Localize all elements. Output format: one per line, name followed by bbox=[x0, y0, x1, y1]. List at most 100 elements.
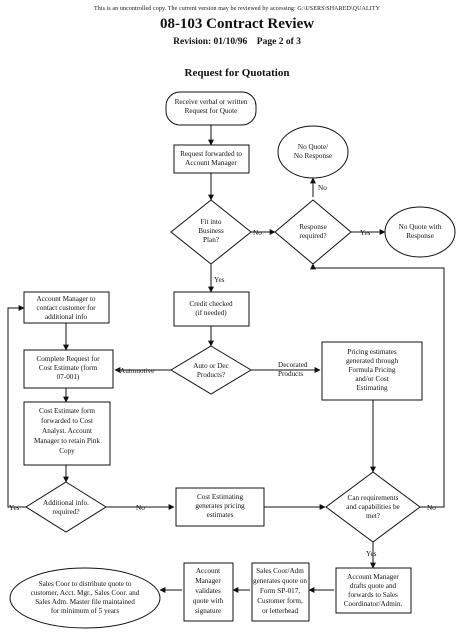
forwarded-line: Account Manager bbox=[185, 159, 237, 167]
decorated-line: Products bbox=[278, 370, 303, 378]
auto-dec-products-decision bbox=[170, 345, 252, 395]
response-line: required? bbox=[299, 232, 326, 240]
am_drafts-line: Coordinator/Admin. bbox=[344, 600, 403, 608]
am_contact-line: contact customer for bbox=[36, 304, 96, 312]
sales-generates-quote-text: Sales Coor/Adm generates quote on Form SP-… bbox=[253, 567, 307, 615]
additional-yes-label: Yes bbox=[9, 504, 20, 512]
no-quote-no-response-terminator bbox=[277, 125, 349, 179]
am_validates-line: Account bbox=[196, 567, 220, 575]
am_contact-line: Account Manager to bbox=[36, 295, 95, 303]
response-required-decision bbox=[274, 199, 352, 265]
pricing-line: Pricing estimates bbox=[347, 348, 397, 356]
am_drafts-line: drafts quote and bbox=[350, 582, 397, 590]
sales_gen-line: generates quote on bbox=[253, 577, 307, 585]
credit-checked-box bbox=[173, 291, 250, 327]
fit-line: Fit into bbox=[201, 218, 222, 226]
revision-date: 01/10/96 bbox=[213, 37, 248, 47]
credit-checked-text: Credit checked(if needed) bbox=[189, 300, 233, 317]
cost_form-line: Cost Estimate form bbox=[39, 407, 95, 415]
credit-line: (if needed) bbox=[195, 309, 227, 317]
no_quote_response-line: No Response bbox=[294, 152, 332, 160]
sales_gen-line: Form SP-017, bbox=[260, 587, 301, 595]
additional-no-label: No bbox=[136, 504, 145, 512]
cost_est-line: estimates bbox=[207, 511, 234, 519]
distribute-quote-terminator bbox=[9, 567, 161, 629]
am_drafts-line: forwards to Sales bbox=[348, 591, 398, 599]
pricing-line: and/or Cost bbox=[355, 375, 388, 383]
no_quote_with_response-line: Response bbox=[406, 232, 434, 240]
fit-yes-label: Yes bbox=[214, 276, 225, 284]
fit-line: Plan? bbox=[203, 236, 219, 244]
pricing-line: Formula Pricing bbox=[349, 366, 396, 374]
no_quote_response-line: No Quote/ bbox=[298, 143, 328, 151]
cost_form-line: Copy bbox=[59, 447, 75, 455]
fit-no-label: No bbox=[253, 229, 262, 237]
additional-line: Additional info. bbox=[43, 499, 89, 507]
sales-generates-quote-box bbox=[251, 562, 310, 622]
cost-estimate-form-box bbox=[23, 401, 111, 466]
complete-line: 07-001) bbox=[57, 373, 80, 381]
response-no-label: No bbox=[318, 184, 327, 192]
connector-lines bbox=[7, 125, 445, 593]
cost_form-line: Manager to retain Pink bbox=[34, 437, 100, 445]
cost_form-line: forwarded to Cost bbox=[41, 417, 93, 425]
automotive-label: Automotive bbox=[120, 367, 154, 375]
response-line: Response bbox=[299, 223, 327, 231]
receive-line: Receive verbal or written bbox=[175, 98, 248, 106]
uncontrolled-copy-notice: This is an uncontrolled copy. The curren… bbox=[93, 6, 381, 12]
pricing-line: generated through bbox=[346, 357, 398, 365]
fit-line: Business bbox=[198, 227, 224, 235]
fit-business-plan-decision bbox=[170, 199, 252, 265]
pricing-estimates-box bbox=[321, 341, 423, 401]
can_meet-line: and capabilities be bbox=[346, 503, 400, 511]
distribute-line: for minimum of 5 years bbox=[51, 607, 119, 615]
no-quote-with-response-terminator bbox=[384, 206, 456, 258]
cost_form-line: Analyst. Account bbox=[42, 427, 92, 435]
sales_gen-line: Customer form, bbox=[257, 597, 303, 605]
sales_gen-line: Sales Coor/Adm bbox=[256, 567, 304, 575]
sales_gen-line: or letterhead bbox=[262, 607, 299, 615]
distribute-line: Sales Coor to distribute quote to bbox=[39, 580, 132, 588]
response-yes-label: Yes bbox=[360, 229, 371, 237]
no-quote-no-response-text: No Quote/No Response bbox=[294, 143, 332, 160]
revision-label: Revision: bbox=[173, 37, 212, 47]
am-drafts-quote-box bbox=[335, 567, 412, 614]
am_drafts-line: Account Manager bbox=[347, 573, 399, 581]
request-forwarded-box bbox=[173, 144, 250, 174]
can_meet-line: met? bbox=[366, 512, 380, 520]
requirements-no-label: No bbox=[427, 504, 436, 512]
decorated-line: Decorated bbox=[278, 361, 308, 369]
flowchart-title: Request for Quotation bbox=[184, 67, 290, 79]
complete-request-box bbox=[23, 349, 114, 389]
receive-request-terminator bbox=[165, 91, 257, 126]
complete-line: Complete Request for bbox=[36, 355, 100, 363]
am_validates-line: Manager bbox=[195, 577, 221, 585]
distribute-line: Sales Adm. Master file maintained bbox=[35, 598, 135, 606]
forwarded-line: Request forwarded to bbox=[180, 150, 242, 158]
am_validates-line: validates bbox=[195, 587, 221, 595]
revision-line: Revision: 01/10/96 Page 2 of 3 bbox=[0, 37, 474, 47]
document-title: 08-103 Contract Review bbox=[159, 16, 315, 32]
am_validates-line: quote with bbox=[193, 597, 224, 605]
additional-info-text: Additional info.required? bbox=[43, 499, 89, 516]
receive-line: Request for Quote bbox=[185, 107, 238, 115]
auto_dec-line: Auto or Dec bbox=[193, 362, 229, 370]
cost_est-line: Cost Estimating bbox=[197, 493, 244, 501]
credit-line: Credit checked bbox=[189, 300, 233, 308]
page-number: Page 2 of 3 bbox=[256, 37, 301, 47]
